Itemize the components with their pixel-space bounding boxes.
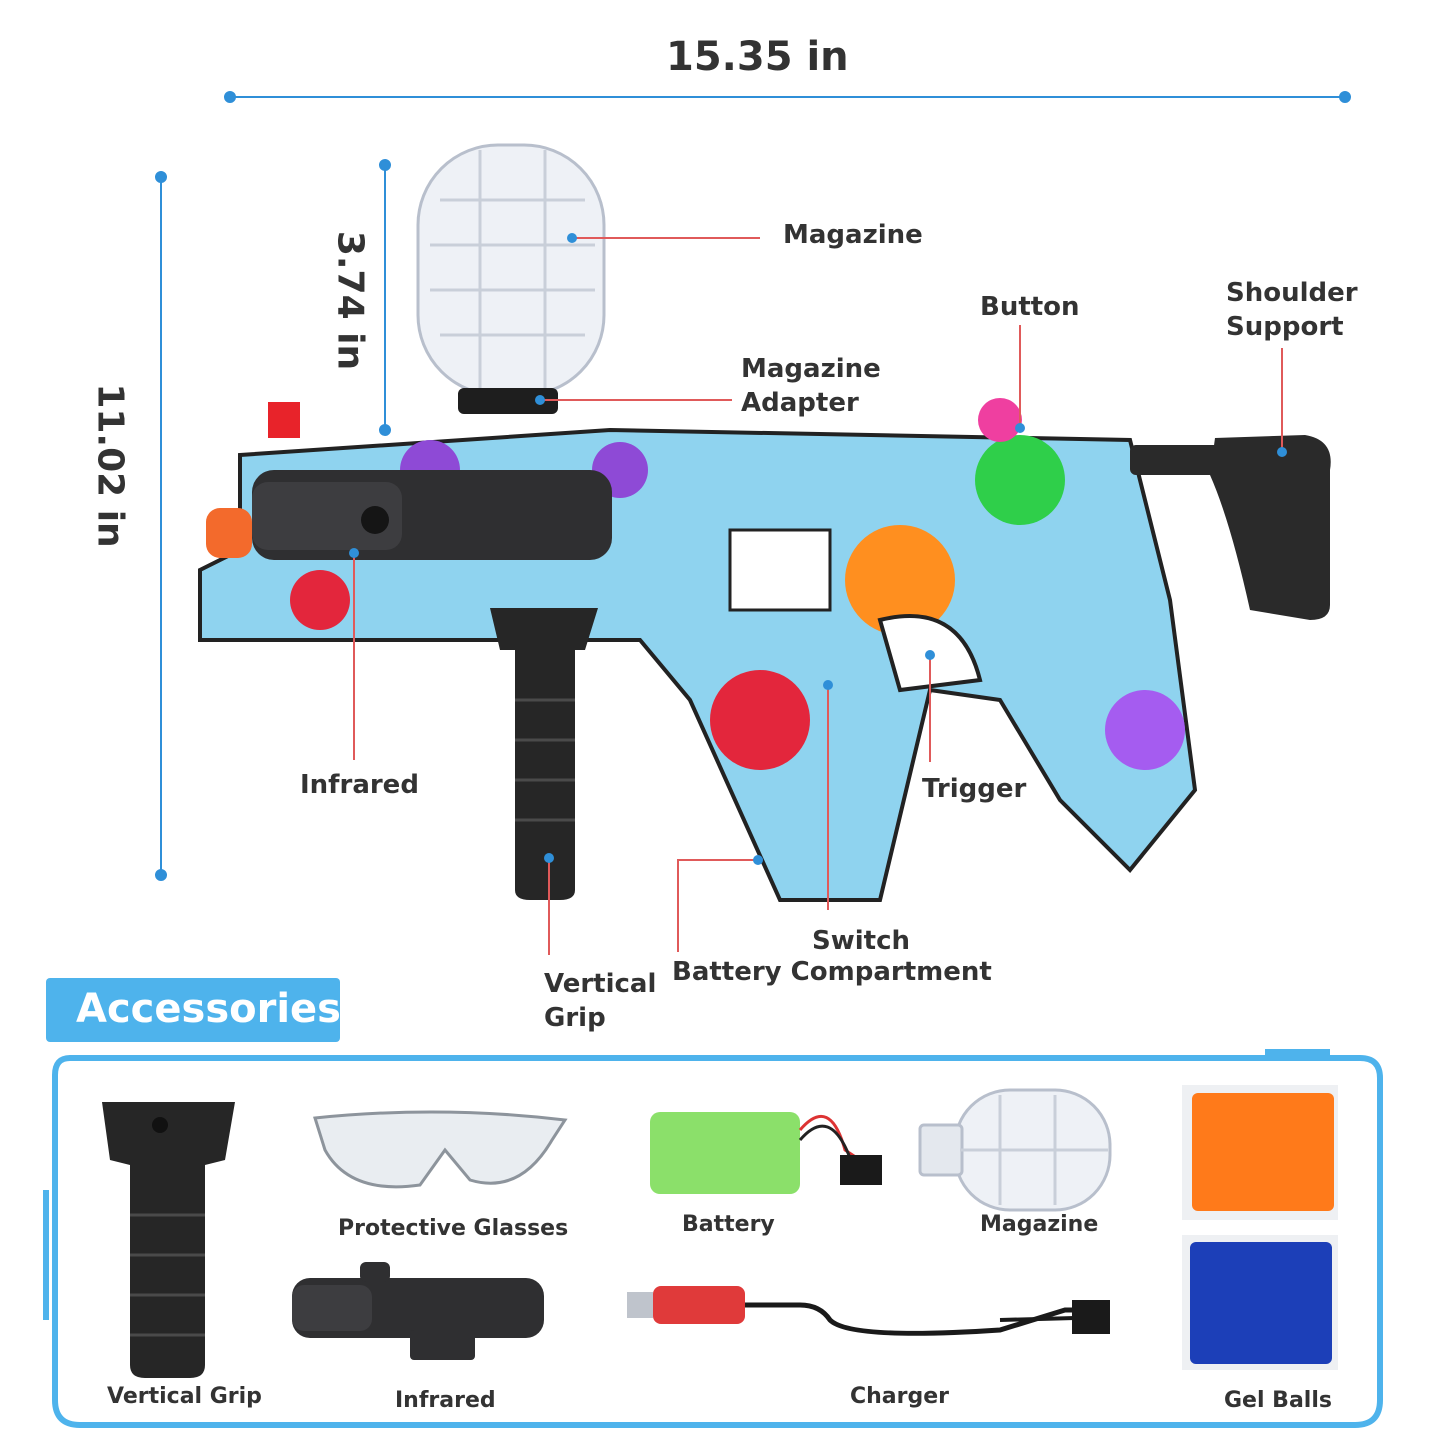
callout-vertical-grip-line2: Grip [544, 1003, 606, 1033]
accessory-label-protective-glasses: Protective Glasses [338, 1216, 569, 1241]
accessory-label-charger: Charger [850, 1384, 950, 1409]
vertical-grip-graphic [490, 608, 598, 900]
callout-shoulder-support-line2: Support [1226, 312, 1344, 342]
accessory-battery-graphic [650, 1112, 882, 1194]
accessory-label-gel-balls: Gel Balls [1224, 1388, 1332, 1413]
accessories-heading-badge: Accessories [46, 978, 341, 1042]
callout-dots [349, 233, 1287, 865]
accessory-glasses-graphic [313, 1110, 568, 1189]
width-dimension-label: 15.35 in [666, 34, 849, 80]
accessory-label-infrared: Infrared [395, 1388, 496, 1413]
callout-vertical-grip-line1: Vertical [544, 969, 657, 999]
accessory-label-vertical-grip: Vertical Grip [107, 1384, 262, 1409]
magazine-height-dimension-label: 3.74 in [329, 230, 371, 371]
shoulder-stock-graphic [1130, 435, 1331, 620]
dimension-lines [155, 91, 1351, 881]
callout-battery-compartment: Battery Compartment [672, 957, 992, 987]
accessory-magazine-graphic [918, 1088, 1112, 1212]
accessories-heading: Accessories [76, 986, 341, 1032]
callout-magazine: Magazine [783, 220, 923, 250]
callout-switch: Switch [812, 926, 911, 956]
barrel-tip-graphic [206, 508, 252, 558]
callout-shoulder-support-line1: Shoulder [1226, 278, 1358, 308]
callout-magazine-adapter-line2: Adapter [741, 388, 859, 418]
callout-trigger: Trigger [922, 774, 1027, 804]
accessory-gel-balls-graphic [1182, 1085, 1338, 1370]
accessory-charger-graphic [627, 1286, 1110, 1336]
accessory-infrared-graphic [292, 1262, 544, 1360]
accessory-label-battery: Battery [682, 1212, 775, 1237]
accessory-vertical-grip-graphic [102, 1102, 235, 1378]
accessory-label-magazine: Magazine [980, 1212, 1099, 1237]
infrared-scope-graphic [252, 470, 612, 560]
callout-magazine-adapter-line1: Magazine [741, 354, 881, 384]
accessories-frame [43, 1049, 1383, 1428]
total-height-dimension-label: 11.02 in [89, 383, 131, 548]
callout-lines [353, 237, 1283, 955]
callout-button: Button [980, 292, 1080, 322]
magazine-graphic [416, 143, 606, 414]
callout-infrared: Infrared [300, 770, 419, 800]
